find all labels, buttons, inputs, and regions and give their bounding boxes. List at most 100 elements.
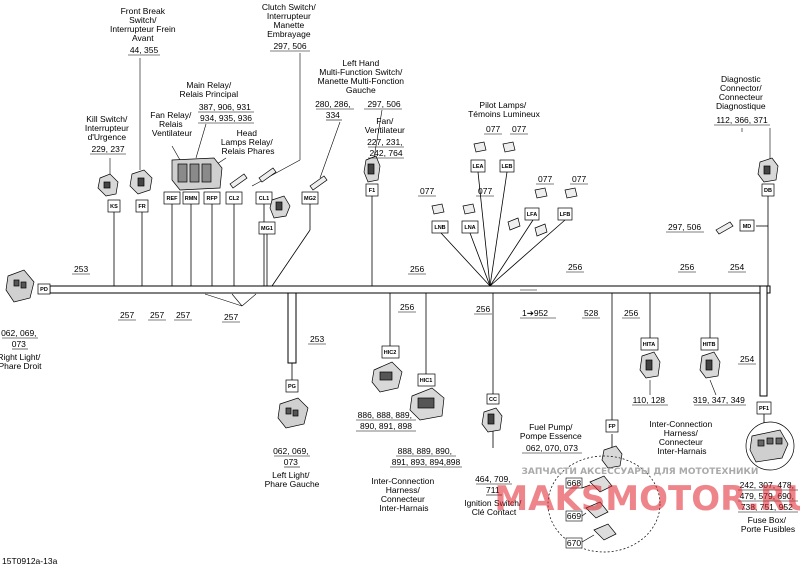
fuel-pump-connector (601, 445, 623, 469)
fuse-box (745, 421, 795, 471)
wire-numbers: 253 257 257 257 257 253 256 256 256 256 … (72, 222, 756, 365)
fuse-668: 668 (567, 478, 581, 488)
left-light-plug (277, 397, 309, 429)
connector-lnb: LNB (431, 220, 449, 234)
front-brake-connector (129, 169, 153, 195)
diagnostic-connector (757, 157, 779, 183)
connector-db: DB (761, 183, 775, 197)
wire-257-b: 257 (150, 310, 164, 320)
svg-text:LEB: LEB (502, 164, 513, 170)
connector-ref: REF (163, 191, 181, 205)
svg-text:LFB: LFB (560, 212, 571, 218)
md-pin (715, 221, 734, 235)
connector-fr: FR (135, 199, 149, 213)
svg-text:CC: CC (489, 397, 497, 403)
label-fan: Fan/ Ventilateur 227, 231, 242, 764 (365, 116, 408, 158)
kill-switch-connector (97, 173, 119, 197)
label-fan-relay: Fan Relay/ Relais Ventilateur (150, 110, 193, 138)
wire-528: 528 (584, 308, 598, 318)
branch-lines (113, 171, 769, 450)
svg-text:CL2: CL2 (229, 196, 239, 202)
svg-text:LFA: LFA (527, 212, 537, 218)
label-inter-right: 110, 128 319, 347, 349 Inter-Connection … (633, 395, 748, 456)
label-left-mfs: Left Hand Multi-Function Switch/ Manette… (315, 58, 406, 120)
svg-text:HITA: HITA (643, 342, 655, 348)
svg-text:RMN: RMN (185, 196, 198, 202)
label-front-brake: Front Break Switch/ Interrupteur Frein A… (110, 6, 178, 55)
pilot-num-lfa: 077 (538, 174, 552, 184)
label-fuel-pump: Fuel Pump/ Pompe Essence 062, 070, 073 (520, 422, 584, 453)
connector-md: MD (739, 219, 755, 232)
wire-257-c: 257 (176, 310, 190, 320)
label-fuse-box: 242, 307, 478, 479, 579, 690, 738, 751, … (740, 480, 797, 534)
pilot-num-lea: 077 (486, 124, 500, 134)
pilot-lamp-sockets (431, 141, 578, 237)
label-kill: Kill Switch/ Interrupteur d'Urgence 229,… (85, 114, 131, 154)
label-inter-left: Inter-Connection Harness/ Connecteur Int… (371, 476, 436, 513)
components (5, 141, 795, 553)
connector-cl1: CL1 (255, 191, 273, 205)
svg-text:LNA: LNA (464, 225, 475, 231)
svg-text:PF1: PF1 (759, 406, 769, 412)
svg-text:F1: F1 (369, 188, 375, 194)
ignition-connector (481, 407, 503, 433)
connector-pd: PD (37, 283, 51, 295)
connector-lna: LNA (461, 220, 479, 234)
connector-leb: LEB (499, 159, 515, 173)
wire-254-b: 254 (740, 354, 754, 364)
svg-text:FP: FP (608, 424, 615, 430)
svg-text:MG1: MG1 (261, 226, 273, 232)
wire-253-top: 253 (74, 264, 88, 274)
wire-253-mid: 253 (310, 334, 324, 344)
svg-text:FR: FR (138, 204, 145, 210)
svg-text:LNB: LNB (434, 225, 445, 231)
connector-fp: FP (605, 419, 619, 433)
connector-pf1: PF1 (756, 401, 772, 415)
fuse-detail (547, 455, 661, 553)
watermark-logo: MAKSMOTOR.RU (494, 479, 800, 519)
clutch-switch-pins (229, 167, 277, 189)
label-pilot: Pilot Lamps/ Témoins Lumineux (468, 100, 541, 119)
connector-lfa: LFA (524, 207, 540, 221)
pilot-numbers: 077 077 077 077 077 077 (418, 124, 588, 197)
footer-code: 15T0912a-13a (2, 556, 58, 566)
connector-lfb: LFB (557, 207, 573, 221)
relay-block (171, 157, 223, 191)
pilot-num-lna: 077 (478, 186, 492, 196)
svg-text:KS: KS (110, 204, 118, 210)
callout-labels: Front Break Switch/ Interrupteur Frein A… (0, 2, 798, 534)
pilot-num-leb: 077 (512, 124, 526, 134)
label-hic1-refs: 888, 889, 890, 891, 893, 894,898 (392, 446, 461, 467)
label-hic2-refs: 886, 888, 889, 890, 891, 898 (358, 410, 415, 431)
label-main-relay: Main Relay/ Relais Principal 387, 906, 9… (180, 80, 254, 123)
connector-cl2: CL2 (225, 191, 243, 205)
svg-text:MD: MD (743, 224, 752, 230)
wire-256-e: 256 (624, 308, 638, 318)
fuse-numbers: 668 669 670 (565, 477, 583, 549)
arrow-ref: 1➔952 (522, 308, 548, 318)
wire-257-a: 257 (120, 310, 134, 320)
fan-connector (363, 155, 381, 183)
mg2-pin (309, 175, 328, 191)
svg-text:REF: REF (167, 196, 179, 202)
connector-hic2: HIC2 (381, 345, 400, 359)
svg-text:CL1: CL1 (259, 196, 269, 202)
hic1-connector (409, 387, 445, 421)
wire-256-b: 256 (400, 302, 414, 312)
connector-hitb: HITB (700, 337, 719, 351)
connector-hic1: HIC1 (417, 373, 436, 387)
hita-connector (639, 351, 661, 379)
svg-text:PD: PD (40, 287, 48, 293)
fuse-670: 670 (567, 538, 581, 548)
md-refs: 297, 506 (668, 222, 701, 232)
wire-254-a: 254 (730, 262, 744, 272)
hitb-connector (699, 351, 721, 379)
watermark-text: ЗАПЧАСТИ АКСЕССУАРЫ ДЛЯ МОТОТЕХНИКИ (522, 467, 759, 477)
label-left-light: 062, 069, 073 Left Light/ Phare Gauche (265, 446, 320, 489)
hic2-connector (371, 361, 403, 393)
wire-257-d: 257 (224, 312, 238, 322)
svg-text:HITB: HITB (703, 342, 716, 348)
connector-hita: HITA (640, 337, 659, 351)
svg-text:PG: PG (288, 384, 296, 390)
